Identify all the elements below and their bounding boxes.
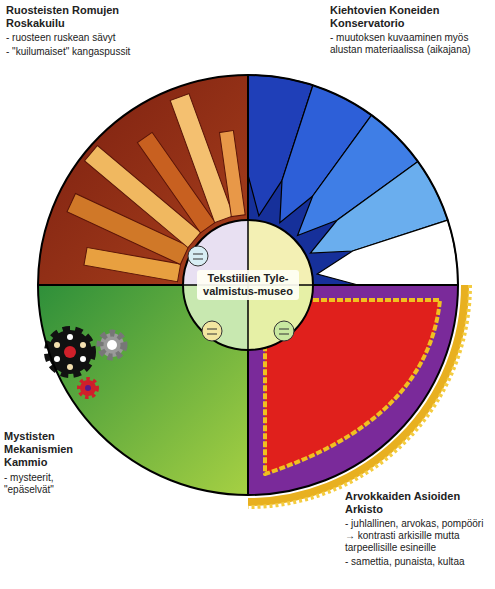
section-title: Ruosteisten Romujen Roskakuilu bbox=[6, 4, 156, 30]
blue-quadrant bbox=[248, 75, 458, 285]
section-note: - samettia, punaista, kultaa bbox=[345, 556, 491, 568]
label-group: Ruosteisten Romujen Roskakuilu - ruosteen… bbox=[6, 4, 156, 60]
section-title: Arvokkaiden Asioiden Arkisto bbox=[345, 490, 491, 516]
gears bbox=[48, 330, 124, 396]
label-group: Mystisten Mekanismien Kammio- mysteerit,… bbox=[4, 430, 92, 498]
label-group: Kiehtovien Koneiden Konservatorio- muuto… bbox=[330, 4, 490, 58]
gold-band bbox=[248, 285, 465, 502]
purple-quadrant bbox=[248, 285, 458, 495]
green-quadrant bbox=[38, 285, 248, 495]
section-title: Kiehtovien Koneiden Konservatorio bbox=[330, 4, 490, 30]
rust-quadrant bbox=[38, 75, 248, 285]
inner-circle bbox=[183, 220, 313, 350]
center-title: Tekstiilien Tyle-valmistus-museo bbox=[197, 270, 299, 300]
velvet-shape bbox=[265, 300, 440, 474]
gold-zigzag bbox=[248, 285, 470, 507]
section-note: - muutoksen kuvaaminen myös alustan mate… bbox=[330, 32, 490, 56]
section-note: - juhlallinen, arvokas, pompööri → kontr… bbox=[345, 518, 491, 554]
outer-circle bbox=[38, 75, 458, 495]
museum-center-circle: Tekstiilien Tyle-valmistus-museo bbox=[183, 220, 313, 350]
section-note: - ruosteen ruskean sävyt bbox=[6, 32, 156, 44]
label-group: Arvokkaiden Asioiden Arkisto- juhlalline… bbox=[345, 490, 491, 570]
section-note: - "kuilumaiset" kangaspussit bbox=[6, 46, 156, 58]
blue-arrows bbox=[248, 75, 458, 285]
section-title: Mystisten Mekanismien Kammio bbox=[4, 430, 92, 470]
section-note: - mysteerit, "epäselvät" bbox=[4, 472, 92, 496]
